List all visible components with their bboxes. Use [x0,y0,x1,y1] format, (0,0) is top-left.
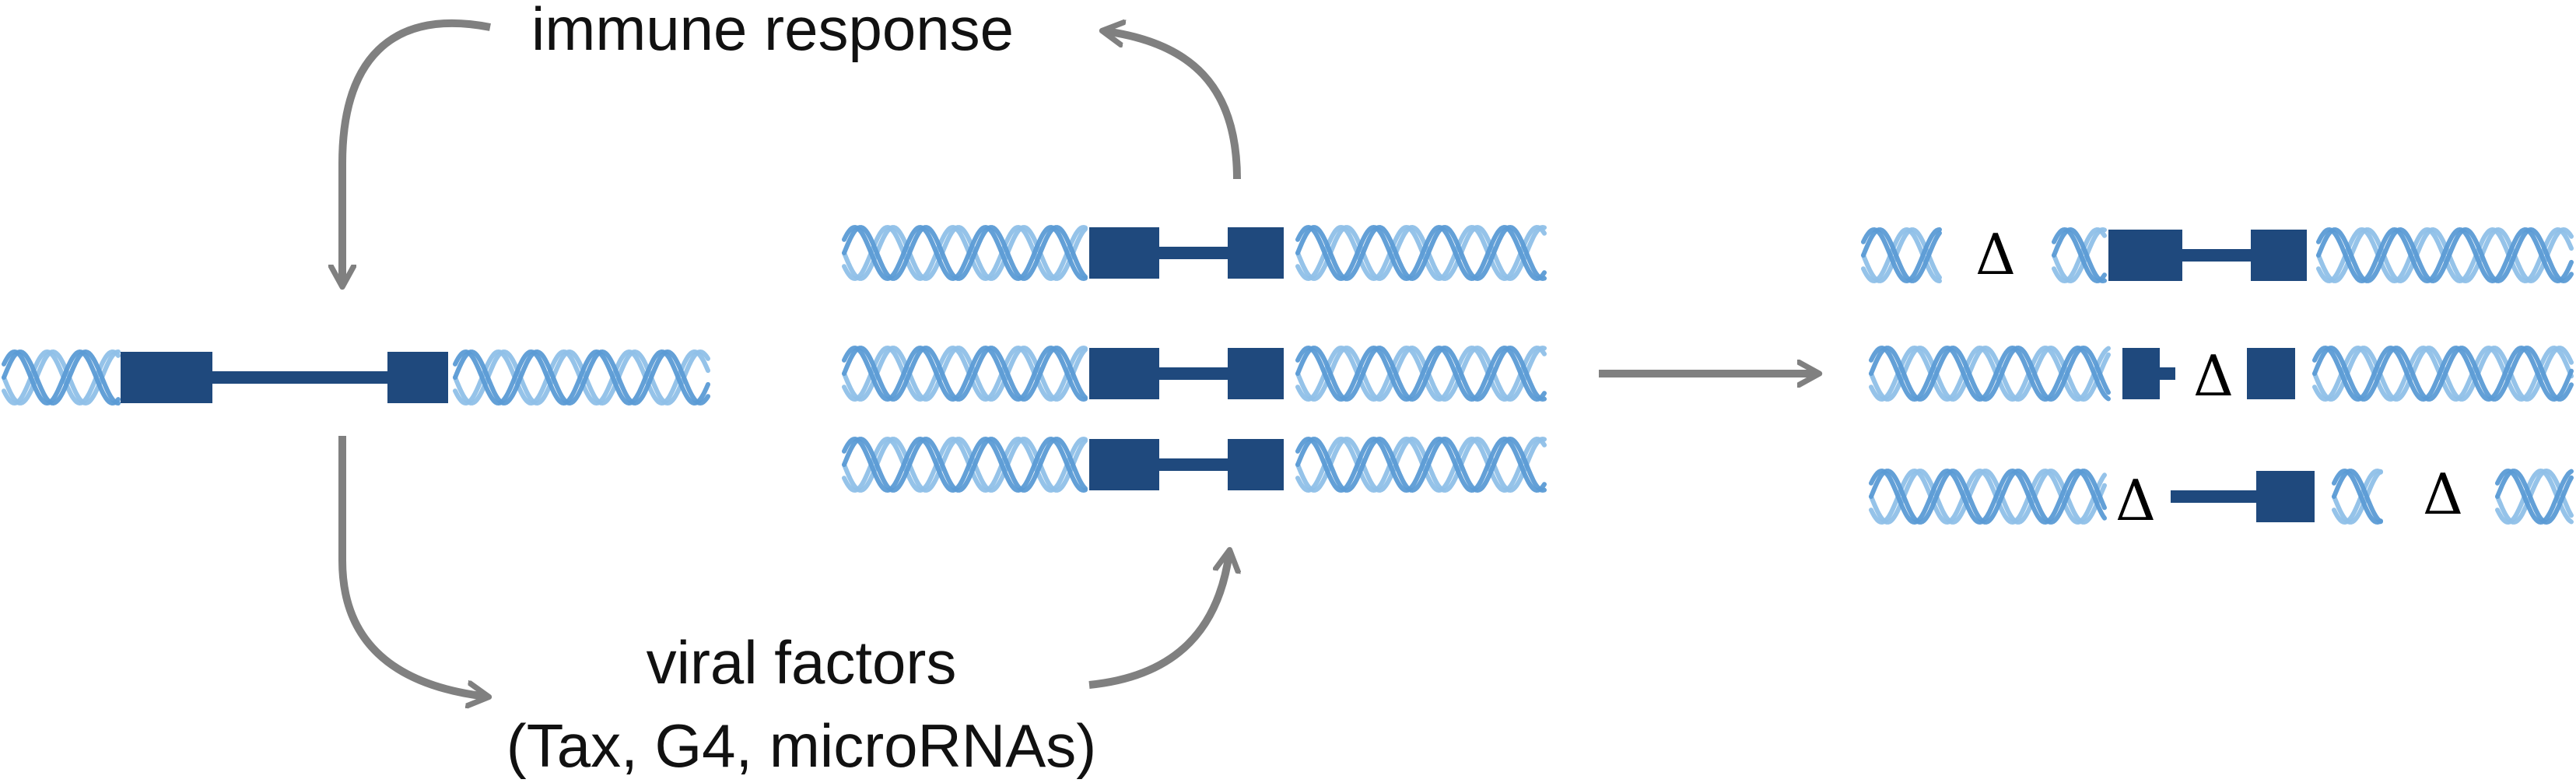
dna-helix-icon [2052,226,2107,284]
dna-helix-icon [1869,345,2111,402]
provirus-layer [121,227,2315,522]
dna-helix-icon [2316,226,2574,284]
deletion-symbol: Δ [2193,343,2234,409]
dna-helix-icon [842,436,1088,493]
dna-helix-icon [1295,224,1547,282]
dna-helix-icon [842,345,1088,402]
provirus-icon [2171,471,2315,522]
dna-helix-icon [842,224,1088,282]
deletion-symbol: Δ [2423,462,2463,527]
arrow-icon [1105,31,1241,180]
dna-helix-icon [1861,226,1942,284]
dna-helix-icon [1869,468,2107,525]
dna-helix-icon [2,349,121,406]
deletion-symbol: Δ [2115,468,2156,533]
provirus-icon [121,352,448,403]
dna-helix-icon [2312,345,2574,402]
viral-factors-detail-label: (Tax, G4, microRNAs) [506,711,1096,780]
provirus-icon [1089,439,1284,490]
dna-helix-icon [1295,345,1547,402]
provirus-icon [1089,227,1284,279]
dna-layer [2,224,2574,525]
arrow-icon [342,19,491,284]
viral-factors-label: viral factors [647,628,957,697]
deletion-symbol: Δ [1975,222,2016,287]
dna-helix-icon [453,349,710,406]
arrow-icon [1088,553,1229,689]
dna-helix-icon [2332,468,2383,525]
dna-helix-icon [1295,436,1547,493]
provirus-icon [2108,230,2307,281]
immune-response-label: immune response [531,0,1014,63]
arrow-icon [338,436,486,697]
dna-helix-icon [2495,468,2574,525]
provirus-icon [1089,348,1284,399]
provirus-icon [2122,348,2295,399]
